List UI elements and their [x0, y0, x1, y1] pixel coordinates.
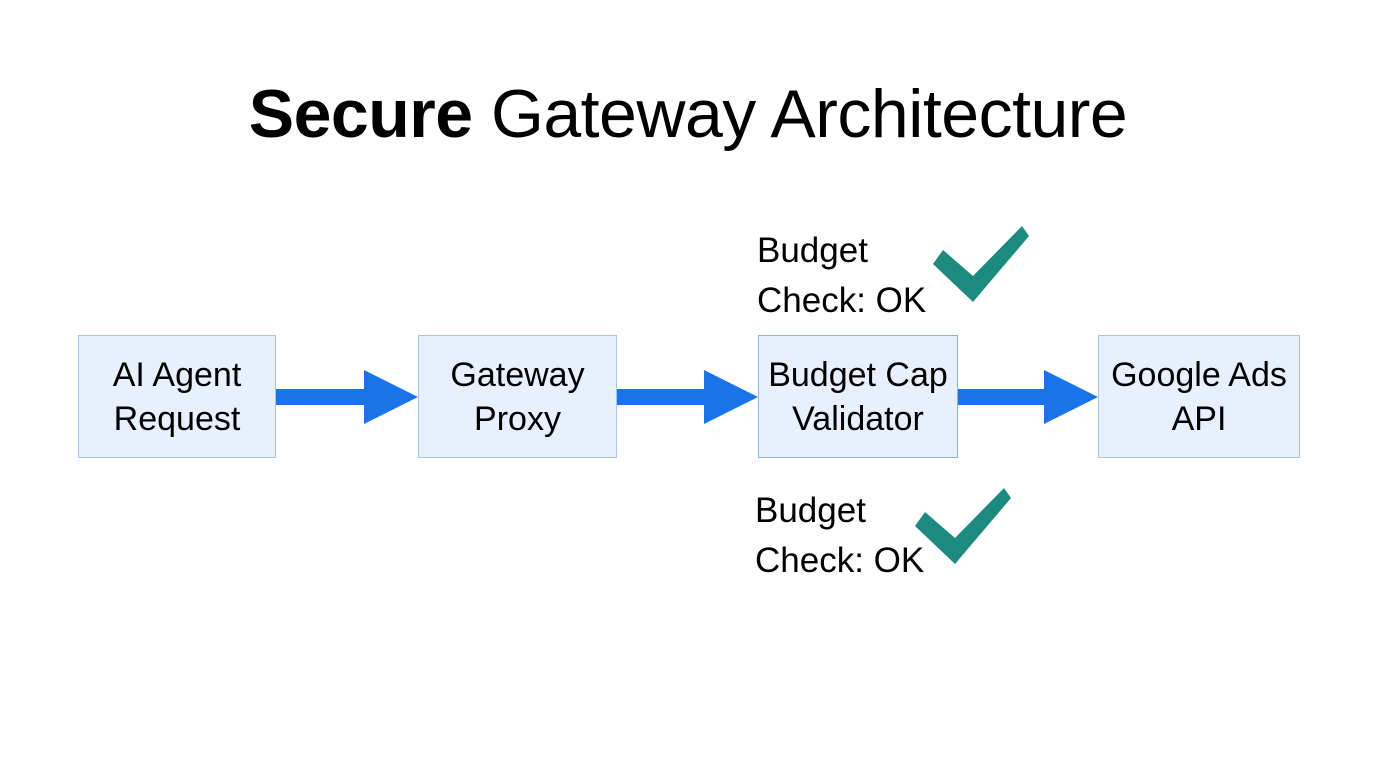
page-title: Secure Gateway Architecture: [0, 74, 1376, 154]
page-title-rest: Gateway Architecture: [472, 76, 1128, 152]
page-title-emphasis: Secure: [248, 76, 473, 152]
arrow-right-icon: [276, 370, 418, 424]
annotation-label: Budget Check: OK: [757, 231, 927, 320]
node-budget-cap-validator[interactable]: Budget Cap Validator: [758, 335, 958, 458]
node-ai-agent-request[interactable]: AI Agent Request: [78, 335, 276, 458]
node-label: Google Ads API: [1111, 355, 1287, 438]
check-mark-icon: [933, 226, 1029, 302]
arrow-right-icon: [958, 370, 1098, 424]
annotation-budget-check-top: Budget Check: OK: [757, 226, 1047, 322]
node-google-ads-api[interactable]: Google Ads API: [1098, 335, 1300, 458]
annotation-budget-check-bottom: Budget Check: OK: [755, 486, 1045, 582]
node-gateway-proxy[interactable]: Gateway Proxy: [418, 335, 617, 458]
node-label: Budget Cap Validator: [768, 355, 948, 438]
annotation-label: Budget Check: OK: [755, 491, 925, 580]
node-label: Gateway Proxy: [450, 355, 585, 438]
arrow-right-icon: [617, 370, 758, 424]
node-label: AI Agent Request: [112, 355, 242, 438]
check-mark-icon: [915, 488, 1011, 564]
